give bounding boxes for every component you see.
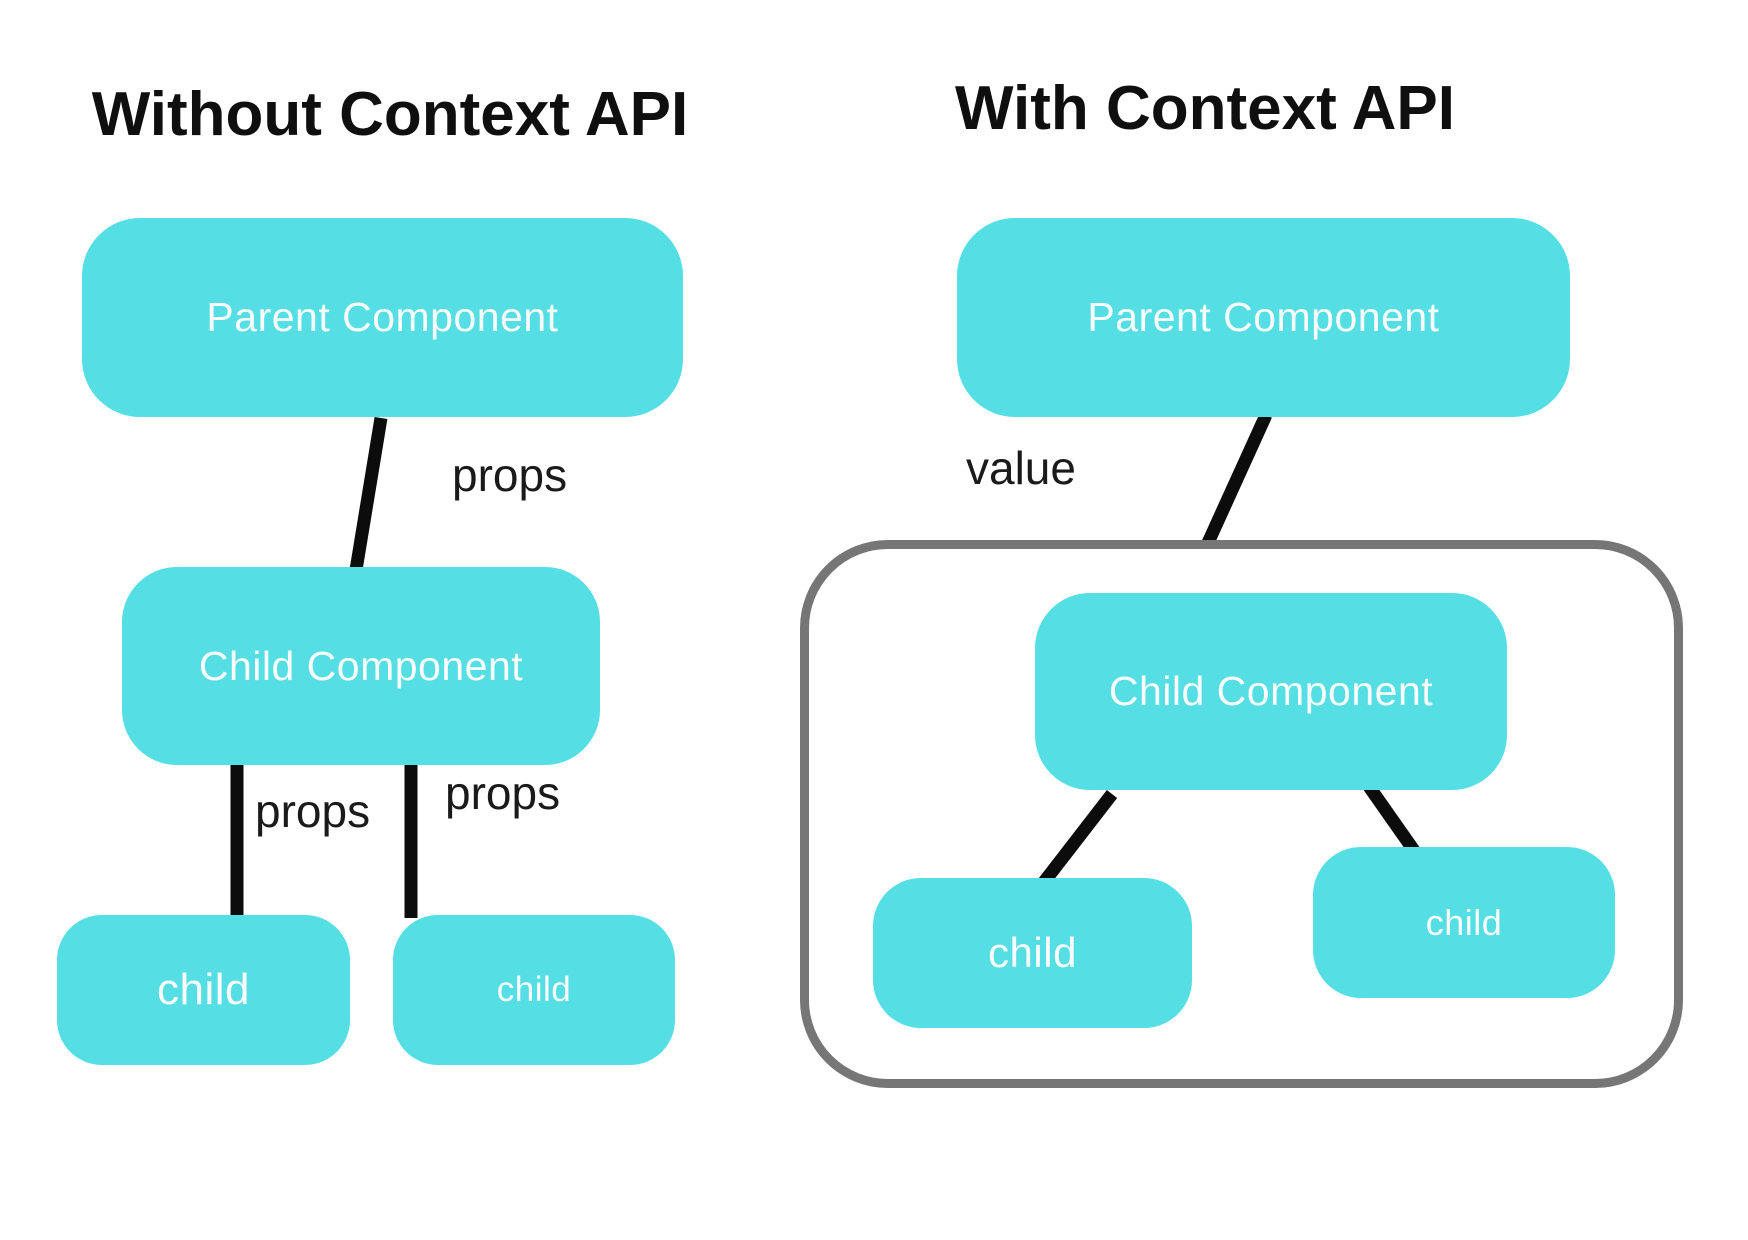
context-provider-outline <box>800 540 1683 1088</box>
right-value-label: value <box>966 442 1076 494</box>
left-diagram-title: Without Context API <box>91 80 689 149</box>
left-child-leaf-right-label: child <box>496 970 572 1009</box>
right-parent-component-box: Parent Component <box>957 218 1570 417</box>
left-props-label-leaf-right: props <box>445 767 561 819</box>
right-child-leaf-right-label: child <box>1425 901 1503 943</box>
left-edge-parent-to-child <box>349 416 388 572</box>
right-edge-child-to-leaf-right <box>1362 781 1421 856</box>
right-parent-component-label: Parent Component <box>1087 294 1440 340</box>
right-child-leaf-left-box: child <box>873 878 1192 1028</box>
left-parent-component-label: Parent Component <box>206 294 559 340</box>
right-child-leaf-right-box: child <box>1313 847 1615 998</box>
right-child-leaf-left-label: child <box>988 929 1077 976</box>
right-edge-child-to-leaf-left <box>1038 790 1118 886</box>
left-child-leaf-left-box: child <box>57 915 350 1065</box>
right-child-component-box: Child Component <box>1035 593 1507 790</box>
right-child-component-label: Child Component <box>1108 668 1434 714</box>
left-props-label-parent-child: props <box>452 449 568 501</box>
left-parent-component-box: Parent Component <box>82 218 683 417</box>
right-diagram-title: With Context API <box>955 74 1455 143</box>
left-props-label-leaf-left: props <box>255 785 371 837</box>
right-edge-parent-to-context <box>1201 412 1272 548</box>
left-child-leaf-right-box: child <box>393 915 675 1065</box>
left-child-component-box: Child Component <box>122 567 600 765</box>
left-child-leaf-left-label: child <box>157 965 250 1014</box>
left-child-component-label: Child Component <box>198 642 524 689</box>
